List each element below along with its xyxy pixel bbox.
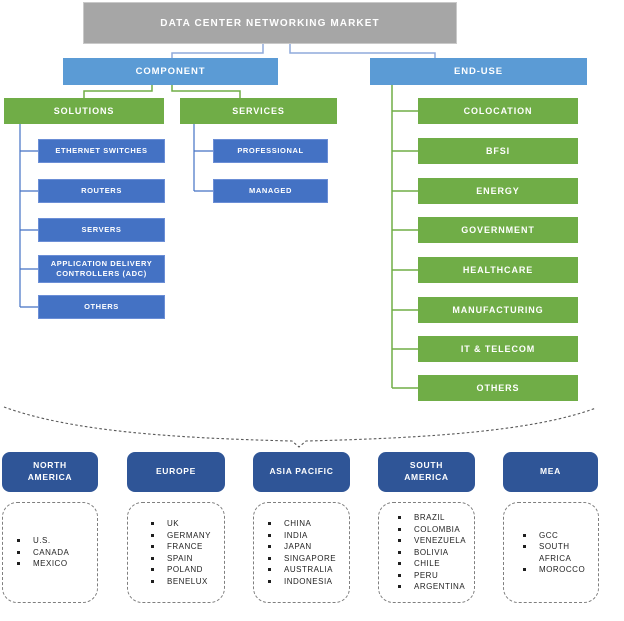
country-item: BRAZIL: [397, 512, 472, 524]
component-node: COMPONENT: [63, 58, 278, 85]
end-use-item-manufacturing: MANUFACTURING: [418, 297, 578, 323]
country-item: VENEZUELA: [397, 535, 472, 547]
solutions-node: SOLUTIONS: [4, 98, 164, 124]
brace-divider: [3, 406, 597, 448]
solutions-item-adc: APPLICATION DELIVERY CONTROLLERS (ADC): [38, 255, 165, 283]
country-list-asia-pacific: CHINA INDIA JAPAN SINGAPORE AUSTRALIA IN…: [253, 502, 350, 603]
region-south-america: SOUTH AMERICA: [378, 452, 475, 492]
country-item: GCC: [522, 530, 596, 542]
country-list-north-america: U.S. CANADA MEXICO: [2, 502, 98, 603]
country-list-south-america: BRAZIL COLOMBIA VENEZUELA BOLIVIA CHILE …: [378, 502, 475, 603]
end-use-item-government: GOVERNMENT: [418, 217, 578, 243]
country-item: MEXICO: [16, 558, 95, 570]
country-item: BOLIVIA: [397, 547, 472, 559]
region-europe: EUROPE: [127, 452, 225, 492]
end-use-item-colocation: COLOCATION: [418, 98, 578, 124]
end-use-item-others: OTHERS: [418, 375, 578, 401]
solutions-item-others: OTHERS: [38, 295, 165, 319]
end-use-item-healthcare: HEALTHCARE: [418, 257, 578, 283]
country-item: POLAND: [150, 564, 222, 576]
services-item-managed: MANAGED: [213, 179, 328, 203]
country-item: CANADA: [16, 547, 95, 559]
country-item: JAPAN: [267, 541, 347, 553]
country-item: FRANCE: [150, 541, 222, 553]
country-item: SOUTH AFRICA: [522, 541, 591, 564]
country-item: MOROCCO: [522, 564, 596, 576]
country-item: CHINA: [267, 518, 347, 530]
services-node: SERVICES: [180, 98, 337, 124]
country-item: UK: [150, 518, 222, 530]
country-item: INDIA: [267, 530, 347, 542]
country-item: SINGAPORE: [267, 553, 347, 565]
country-item: CHILE: [397, 558, 472, 570]
end-use-item-energy: ENERGY: [418, 178, 578, 204]
country-item: PERU: [397, 570, 472, 582]
country-item: BENELUX: [150, 576, 222, 588]
solutions-item-ethernet-switches: ETHERNET SWITCHES: [38, 139, 165, 163]
end-use-item-it-telecom: IT & TELECOM: [418, 336, 578, 362]
country-list-europe: UK GERMANY FRANCE SPAIN POLAND BENELUX: [127, 502, 225, 603]
solutions-item-servers: SERVERS: [38, 218, 165, 242]
region-mea: MEA: [503, 452, 598, 492]
region-north-america: NORTH AMERICA: [2, 452, 98, 492]
solutions-item-routers: ROUTERS: [38, 179, 165, 203]
country-item: ARGENTINA: [397, 581, 472, 593]
country-list-mea: GCC SOUTH AFRICA MOROCCO: [503, 502, 599, 603]
region-asia-pacific: ASIA PACIFIC: [253, 452, 350, 492]
services-item-professional: PROFESSIONAL: [213, 139, 328, 163]
country-item: SPAIN: [150, 553, 222, 565]
diagram-title: DATA CENTER NETWORKING MARKET: [83, 2, 457, 44]
end-use-node: END-USE: [370, 58, 587, 85]
country-item: COLOMBIA: [397, 524, 472, 536]
end-use-item-bfsi: BFSI: [418, 138, 578, 164]
country-item: AUSTRALIA: [267, 564, 347, 576]
country-item: GERMANY: [150, 530, 222, 542]
country-item: INDONESIA: [267, 576, 347, 588]
country-item: U.S.: [16, 535, 95, 547]
